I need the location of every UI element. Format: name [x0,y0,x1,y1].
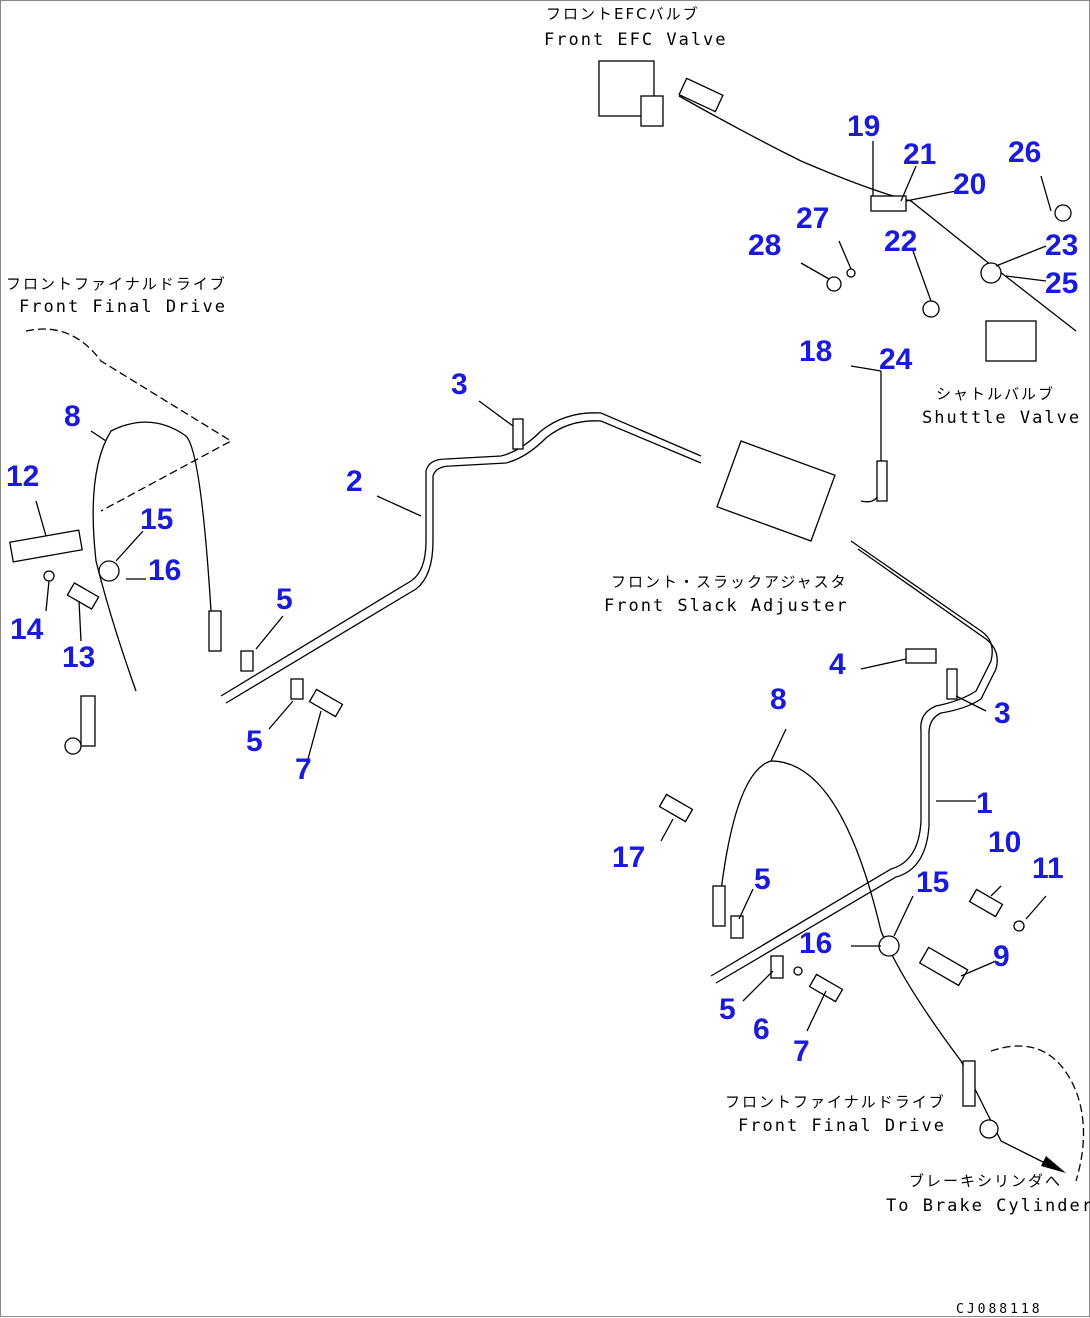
callout-19: 19 [847,110,880,143]
callout-7: 7 [793,1035,810,1068]
callout-20: 20 [953,168,986,201]
callout-4: 4 [829,648,846,681]
callout-3: 3 [451,368,468,401]
callout-16: 16 [148,554,181,587]
final-drive-outlines [25,328,1085,1182]
callout-5: 5 [276,583,293,616]
callout-5: 5 [246,725,263,758]
callout-3: 3 [994,697,1011,730]
slack-adjuster-label-jp: フロント・スラックアジャスタ [611,573,848,591]
front-final-drive-right-label: Front Final Drive [738,1116,946,1136]
components [9,60,1072,1139]
callout-12: 12 [6,460,39,493]
callout-11: 11 [1032,852,1064,885]
callout-13: 13 [62,641,95,674]
callout-5: 5 [754,863,771,896]
callout-9: 9 [993,940,1010,973]
shuttle-valve-body [985,320,1037,362]
brake-cylinder-label: To Brake Cylinder [886,1196,1090,1216]
callout-6: 6 [753,1013,770,1046]
callout-25: 25 [1045,267,1078,300]
callout-1: 1 [976,787,993,820]
callout-23: 23 [1045,229,1078,262]
brake-cylinder-label-jp: ブレーキシリンダへ [909,1172,1062,1190]
callout-15: 15 [140,503,173,536]
front-final-drive-left-label-jp: フロントファイナルドライブ [6,275,227,293]
callout-8: 8 [64,400,81,433]
callout-26: 26 [1008,136,1041,169]
slack-adjuster-body [716,440,836,542]
callout-15: 15 [916,866,949,899]
front-final-drive-right-label-jp: フロントファイナルドライブ [725,1093,946,1111]
front-final-drive-left-label: Front Final Drive [19,297,227,317]
shuttle-valve-label: Shuttle Valve [922,408,1081,428]
callout-18: 18 [799,335,832,368]
callout-27: 27 [796,202,829,235]
callout-2: 2 [346,465,363,498]
callout-14: 14 [10,613,44,646]
callout-numbers: 1 2 3 3 4 5 5 5 5 6 7 7 8 8 9 10 11 12 1… [6,110,1078,1068]
callout-16: 16 [799,927,832,960]
hoses [92,421,1066,1173]
slack-adjuster-label: Front Slack Adjuster [604,596,849,616]
callout-22: 22 [884,225,917,258]
callout-5: 5 [719,993,736,1026]
callout-7: 7 [295,753,312,786]
drawing-code: CJ088118 [956,1302,1043,1317]
leader-lines [35,141,1052,1032]
callout-8: 8 [770,683,787,716]
callout-10: 10 [988,826,1021,859]
callout-24: 24 [879,343,913,376]
shuttle-valve-label-jp: シャトルバルブ [936,385,1055,403]
front-efc-valve-label-jp: フロントEFCバルブ [546,5,700,23]
callout-21: 21 [903,138,936,171]
callout-17: 17 [612,841,645,874]
callout-28: 28 [748,229,781,262]
brake-pipes [220,95,1077,984]
front-efc-valve-label: Front EFC Valve [544,30,728,50]
